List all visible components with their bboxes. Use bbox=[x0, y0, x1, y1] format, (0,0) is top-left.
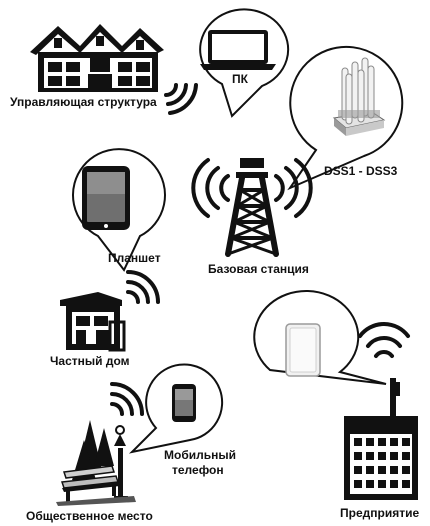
mobile-phone-icon bbox=[172, 384, 196, 422]
park-bench-icon bbox=[56, 420, 136, 506]
signal-waves-house bbox=[126, 270, 160, 304]
tower-waves-left bbox=[191, 158, 230, 218]
label-mobile-line2: телефон bbox=[172, 463, 224, 477]
label-private-house: Частный дом bbox=[50, 354, 130, 368]
signal-waves-management bbox=[164, 83, 198, 115]
wall-sensor-icon bbox=[285, 323, 321, 377]
office-building-icon bbox=[30, 24, 164, 92]
antenna-unit-icon bbox=[332, 57, 386, 136]
label-mobile-line1: Мобильный bbox=[164, 448, 236, 462]
label-management: Управляющая структура bbox=[10, 95, 157, 109]
tablet-icon bbox=[82, 166, 130, 230]
label-base-station: Базовая станция bbox=[208, 262, 309, 276]
laptop-icon bbox=[200, 30, 276, 70]
label-public-place: Общественное место bbox=[26, 509, 153, 523]
signal-waves-park bbox=[110, 382, 144, 416]
label-enterprise: Предприятие bbox=[340, 506, 420, 520]
label-dss: DSS1 - DSS3 bbox=[324, 164, 398, 178]
enterprise-building-icon bbox=[344, 378, 418, 500]
label-pc: ПК bbox=[232, 72, 248, 86]
signal-waves-enterprise bbox=[358, 322, 410, 358]
house-icon bbox=[60, 292, 126, 352]
cell-tower-icon bbox=[225, 158, 279, 257]
tower-waves-right bbox=[274, 158, 313, 218]
label-tablet: Планшет bbox=[108, 251, 161, 265]
